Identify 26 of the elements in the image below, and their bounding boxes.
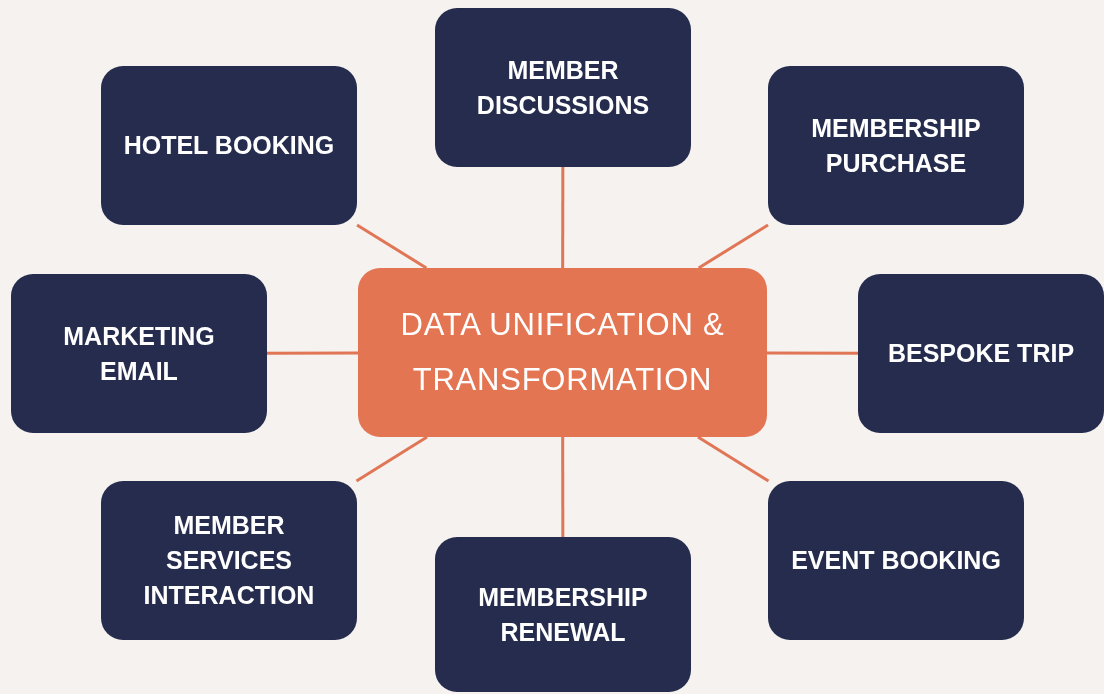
source-box bbox=[101, 481, 357, 640]
node-label: MARKETING EMAIL bbox=[62, 320, 216, 387]
connector-line bbox=[561, 437, 565, 537]
connector-line bbox=[355, 435, 428, 483]
source-box bbox=[858, 274, 1104, 433]
connector-line bbox=[267, 351, 358, 355]
connector-line bbox=[561, 167, 565, 268]
source-box bbox=[11, 274, 267, 433]
connector-line bbox=[767, 351, 858, 355]
connector-line bbox=[697, 223, 769, 270]
source-box bbox=[435, 537, 691, 692]
node-label: EVENT BOOKING bbox=[791, 545, 1001, 576]
connector-line bbox=[356, 223, 428, 270]
node-label: BESPOKE TRIP bbox=[887, 338, 1075, 369]
node-label: MEMBERSHIP RENEWAL bbox=[477, 581, 649, 648]
node-label: HOTEL BOOKING bbox=[123, 130, 335, 161]
connector-line bbox=[697, 435, 770, 483]
source-box bbox=[435, 8, 691, 167]
node-label: MEMBER SERVICES INTERACTION bbox=[142, 510, 316, 611]
source-box bbox=[768, 66, 1024, 225]
hub-label: DATA UNIFICATION & TRANSFORMATION bbox=[399, 306, 726, 399]
node-label: MEMBER DISCUSSIONS bbox=[475, 54, 651, 121]
source-box bbox=[101, 66, 357, 225]
node-label: MEMBERSHIP PURCHASE bbox=[810, 112, 982, 179]
source-box bbox=[768, 481, 1024, 640]
hub-box bbox=[358, 268, 767, 437]
